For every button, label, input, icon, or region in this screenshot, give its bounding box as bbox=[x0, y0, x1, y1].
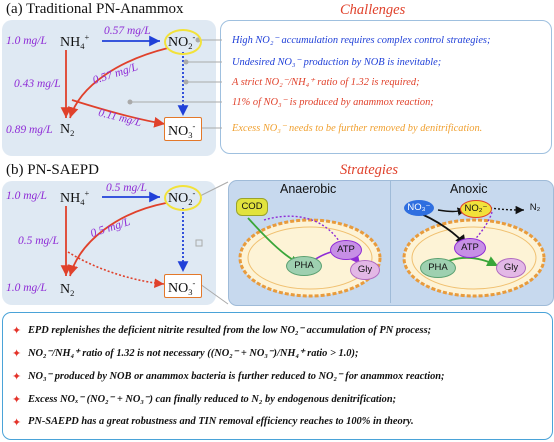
rate-nh4-left-b: 0.5 mg/L bbox=[18, 235, 59, 247]
no3-node-b: NO3- bbox=[168, 278, 196, 297]
nh4-node-a: NH4+ bbox=[60, 32, 90, 51]
bullet-star-icon: ✦ bbox=[12, 325, 22, 337]
cells-illustration bbox=[238, 205, 546, 298]
arrow-to-no3-b bbox=[67, 251, 165, 288]
n2-chip-anoxic: N₂ bbox=[529, 202, 541, 213]
n2-node-a: N2 bbox=[60, 122, 75, 138]
strategies-heading: Strategies bbox=[340, 162, 398, 178]
conclusion-5: PN-SAEPD has a great robustness and TIN … bbox=[28, 416, 414, 427]
no2-node-a: NO2- bbox=[168, 32, 196, 51]
rate-to-no2-a: 0.57 mg/L bbox=[104, 25, 151, 37]
challenges-panel bbox=[220, 20, 552, 154]
nh4-node-b: NH4+ bbox=[60, 188, 90, 207]
no3-box-a bbox=[164, 117, 202, 141]
no2-node-b: NO2- bbox=[168, 188, 196, 207]
n2-node-b: N2 bbox=[60, 282, 75, 298]
bullet-star-icon: ✦ bbox=[12, 394, 22, 406]
diagram-a-arrows bbox=[60, 35, 222, 129]
no3-node-a: NO3- bbox=[168, 121, 196, 140]
challenge-2: Undesired NO₃⁻ production by NOB is inev… bbox=[232, 57, 442, 68]
no2-ring-b bbox=[164, 185, 202, 211]
rate-n2-b: 1.0 mg/L bbox=[6, 282, 47, 294]
conclusions-panel bbox=[2, 312, 553, 440]
no2-chip-anoxic: NO₂⁻ bbox=[460, 200, 492, 218]
anoxic-title: Anoxic bbox=[450, 182, 488, 196]
atp-chip-anoxic: ATP bbox=[454, 238, 486, 258]
rate-nh4-left-a: 0.43 mg/L bbox=[14, 78, 61, 90]
challenge-1: High NO₂⁻ accumulation requires complex … bbox=[232, 35, 491, 46]
gly-chip-anaerobic: Gly bbox=[350, 260, 380, 280]
conclusion-1: EPD replenishes the deficient nitrite re… bbox=[28, 325, 432, 336]
challenge-4: 11% of NO₃⁻ is produced by anammox react… bbox=[232, 97, 434, 108]
bullet-star-icon: ✦ bbox=[12, 348, 22, 360]
arrow-no2-to-n2-b bbox=[67, 202, 167, 277]
no2-ring-a bbox=[164, 29, 202, 55]
section-a-label: (a) Traditional PN-Anammox bbox=[6, 1, 184, 17]
section-b-label: (b) PN-SAEPD bbox=[6, 162, 99, 178]
diagram-b-arrows bbox=[60, 181, 229, 305]
challenges-heading: Challenges bbox=[340, 2, 406, 18]
bullet-star-icon: ✦ bbox=[12, 417, 22, 429]
no3-chip-anoxic: NO₃⁻ bbox=[404, 200, 434, 216]
anaerobic-title: Anaerobic bbox=[280, 182, 337, 196]
pha-chip-anaerobic: PHA bbox=[286, 256, 322, 276]
gly-chip-anoxic: Gly bbox=[496, 258, 526, 278]
rate-n2-a: 0.89 mg/L bbox=[6, 124, 53, 136]
arrow-to-no3 bbox=[71, 99, 166, 128]
atp-chip-anaerobic: ATP bbox=[330, 240, 362, 260]
arrow-no2-to-n2 bbox=[67, 47, 169, 119]
challenge-5: Excess NO₃⁻ needs to be further removed … bbox=[232, 123, 483, 134]
rate-nh4-in-b: 1.0 mg/L bbox=[6, 190, 47, 202]
cell-divider bbox=[390, 181, 391, 303]
rate-nh4-in-a: 1.0 mg/L bbox=[6, 35, 47, 47]
conclusion-2: NO₂⁻/NH₄⁺ ratio of 1.32 is not necessary… bbox=[28, 348, 359, 359]
conclusion-4: Excess NOₓ⁻ (NO₂⁻ + NO₃⁻) can finally re… bbox=[28, 394, 397, 405]
no3-box-b bbox=[164, 274, 202, 298]
bullet-star-icon: ✦ bbox=[12, 371, 22, 383]
pha-chip-anoxic: PHA bbox=[420, 258, 456, 278]
challenge-3: A strict NO₂⁻/NH₄⁺ ratio of 1.32 is requ… bbox=[232, 77, 420, 88]
cod-chip: COD bbox=[236, 198, 268, 216]
conclusion-3: NO₃⁻ produced by NOB or anammox bacteria… bbox=[28, 371, 445, 382]
rate-to-no2-b: 0.5 mg/L bbox=[106, 182, 147, 194]
